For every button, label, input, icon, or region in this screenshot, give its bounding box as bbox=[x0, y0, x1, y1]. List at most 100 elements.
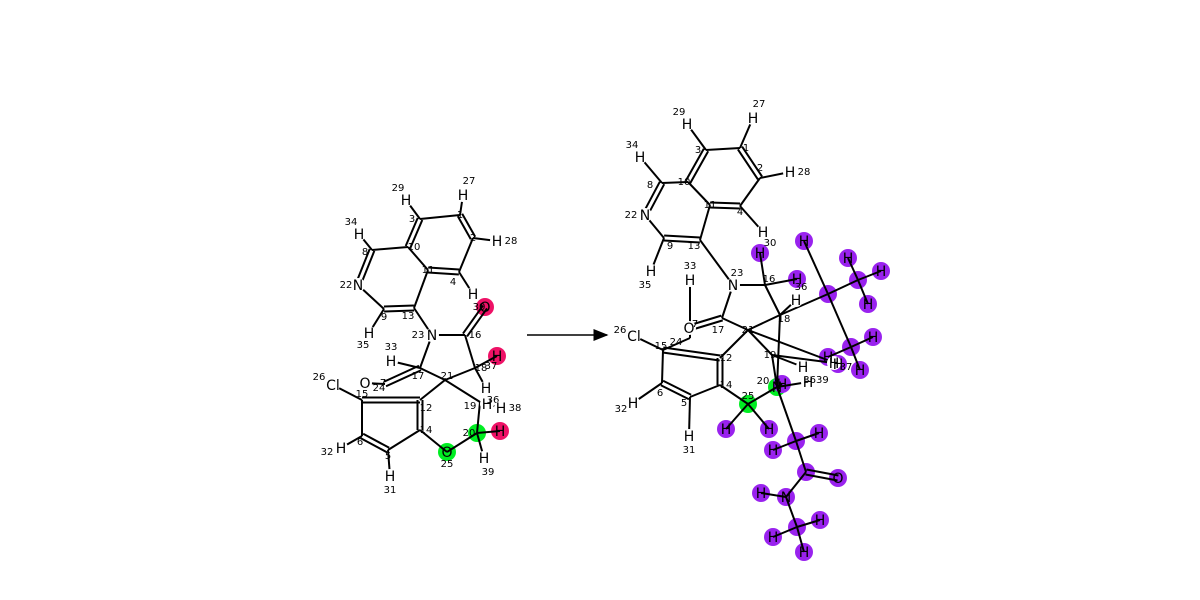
bond-p10-p3-b bbox=[684, 148, 705, 182]
bond-r10-r8 bbox=[371, 246, 409, 251]
atom-index-r31: 31 bbox=[384, 485, 397, 496]
atom-label-r22: N bbox=[353, 278, 363, 294]
atom-label-r30: O bbox=[479, 300, 490, 316]
bond-pC4-pC5 bbox=[795, 440, 807, 473]
bond-p5-p14 bbox=[689, 384, 721, 398]
bond-p19-p21 bbox=[747, 329, 773, 356]
atom-label-pH_e: H bbox=[799, 234, 810, 250]
label-bg-p22 bbox=[638, 208, 652, 222]
atom-label-r34: H bbox=[354, 227, 365, 243]
label-bg-p34 bbox=[633, 150, 647, 164]
atom-label-r20h: H bbox=[495, 424, 506, 440]
label-bg-p37 bbox=[827, 356, 841, 370]
atom-index-p24: 24 bbox=[670, 337, 683, 348]
bond-pC3-pH_i bbox=[850, 336, 874, 348]
bond-p6-p5-b bbox=[662, 379, 692, 396]
label-bg-p23 bbox=[726, 278, 740, 292]
atom-index-p27: 27 bbox=[753, 99, 766, 110]
atom-label-pH_i: H bbox=[868, 330, 879, 346]
bond-r16-r30-b bbox=[462, 304, 484, 335]
label-bg-r38 bbox=[494, 401, 508, 415]
atom-index-r13: 13 bbox=[402, 311, 415, 322]
bond-pC2-pH_f bbox=[847, 257, 859, 281]
label-bg-r39 bbox=[477, 451, 491, 465]
atom-index-r1: 1 bbox=[457, 210, 463, 221]
bond-r10-r3-a bbox=[409, 219, 424, 249]
atom-label-r33: H bbox=[386, 354, 397, 370]
atom-label-p28: H bbox=[785, 165, 796, 181]
atom-index-p3639: 3639 bbox=[803, 375, 828, 386]
atom-index-r28: 28 bbox=[505, 236, 518, 247]
atom-index-p30: 30 bbox=[764, 238, 777, 249]
atom-index-r24: 24 bbox=[373, 383, 386, 394]
bond-p15-p6 bbox=[661, 349, 664, 384]
bond-pC1-pC3 bbox=[827, 293, 852, 348]
atom-label-r28: H bbox=[492, 234, 503, 250]
atom-label-pH_p: H bbox=[777, 377, 788, 393]
bond-r2-r4 bbox=[458, 237, 474, 273]
label-bg-r31 bbox=[383, 469, 397, 483]
label-layer: 1234568910111213141516171819212420N22N23… bbox=[313, 99, 887, 561]
bond-p19-p37 bbox=[771, 354, 835, 364]
label-bg-r22 bbox=[351, 278, 365, 292]
bond-pC1-pC2 bbox=[827, 279, 859, 295]
atom-label-p22: N bbox=[640, 208, 650, 224]
atom-label-pH_n: H bbox=[815, 513, 826, 529]
atom-index-r33: 33 bbox=[385, 342, 398, 353]
atom-label-p29: H bbox=[682, 117, 693, 133]
atom-label-r38: H bbox=[496, 401, 507, 417]
bond-r4-r11-b bbox=[427, 271, 459, 276]
label-bg-r33 bbox=[384, 354, 398, 368]
atom-index-p32: 32 bbox=[615, 404, 628, 415]
atom-index-r12: 12 bbox=[420, 403, 433, 414]
bond-p15-p24 bbox=[662, 337, 691, 351]
atom-index-r14: 14 bbox=[420, 425, 433, 436]
bond-p1-p2-a bbox=[737, 148, 759, 180]
bond-r9-r13-a bbox=[384, 309, 415, 313]
atom-index-p19: 19 bbox=[764, 350, 777, 361]
atom-label-p7: O bbox=[683, 321, 694, 337]
atom-label-r7: O bbox=[359, 376, 370, 392]
label-bg-r26 bbox=[326, 378, 340, 392]
atom-label-p30: H bbox=[755, 246, 766, 262]
atom-index-r32: 32 bbox=[321, 447, 334, 458]
atom-index-r39: 39 bbox=[482, 467, 495, 478]
bond-p9-p13-b bbox=[664, 234, 701, 239]
label-bg-r19h bbox=[479, 381, 493, 395]
atom-index-p12: 12 bbox=[720, 353, 733, 364]
atom-index-r19: 19 bbox=[464, 401, 477, 412]
atom-index-p20: 20 bbox=[757, 376, 770, 387]
bond-p11-p10 bbox=[687, 181, 711, 206]
bond-pC6-pH_n bbox=[796, 519, 821, 528]
atom-index-p35: 35 bbox=[639, 280, 652, 291]
atom-index-r9: 9 bbox=[381, 312, 387, 323]
bond-pC6-pH_m bbox=[772, 526, 798, 538]
atom-label-pH_h: H bbox=[863, 297, 874, 313]
atom-label-pH_b: H bbox=[764, 422, 775, 438]
bond-r6-r5-b bbox=[362, 432, 390, 449]
bond-p13-p11 bbox=[699, 204, 711, 241]
atom-label-pH_m: H bbox=[768, 530, 779, 546]
atom-index-p2: 2 bbox=[757, 163, 763, 174]
label-bg-p7 bbox=[682, 321, 696, 335]
bond-r11-r10 bbox=[407, 246, 429, 271]
bond-p21-p18 bbox=[747, 314, 781, 331]
bond-p16-p36 bbox=[764, 278, 798, 286]
atom-label-pH_g: H bbox=[876, 264, 887, 280]
bond-r14-r25 bbox=[419, 429, 448, 453]
bond-r13-r11 bbox=[413, 269, 429, 309]
atom-label-p36: H bbox=[792, 272, 803, 288]
atom-index-p25: 25 bbox=[742, 391, 755, 402]
atom-index-p14: 14 bbox=[720, 380, 733, 391]
label-bg-r23 bbox=[425, 328, 439, 342]
atom-index-r26: 26 bbox=[313, 372, 326, 383]
atom-index-p6: 6 bbox=[657, 388, 663, 399]
bond-p2-p4 bbox=[739, 177, 761, 207]
atom-label-pH_q: H bbox=[833, 357, 844, 373]
bond-p20-pH_p bbox=[776, 383, 783, 388]
atom-label-pH_a: H bbox=[721, 422, 732, 438]
atom-label-p3639: H bbox=[803, 375, 814, 391]
atom-index-r15: 15 bbox=[356, 389, 369, 400]
bond-pC5-pO-a bbox=[805, 473, 838, 482]
atom-label-r25: O bbox=[441, 445, 452, 461]
